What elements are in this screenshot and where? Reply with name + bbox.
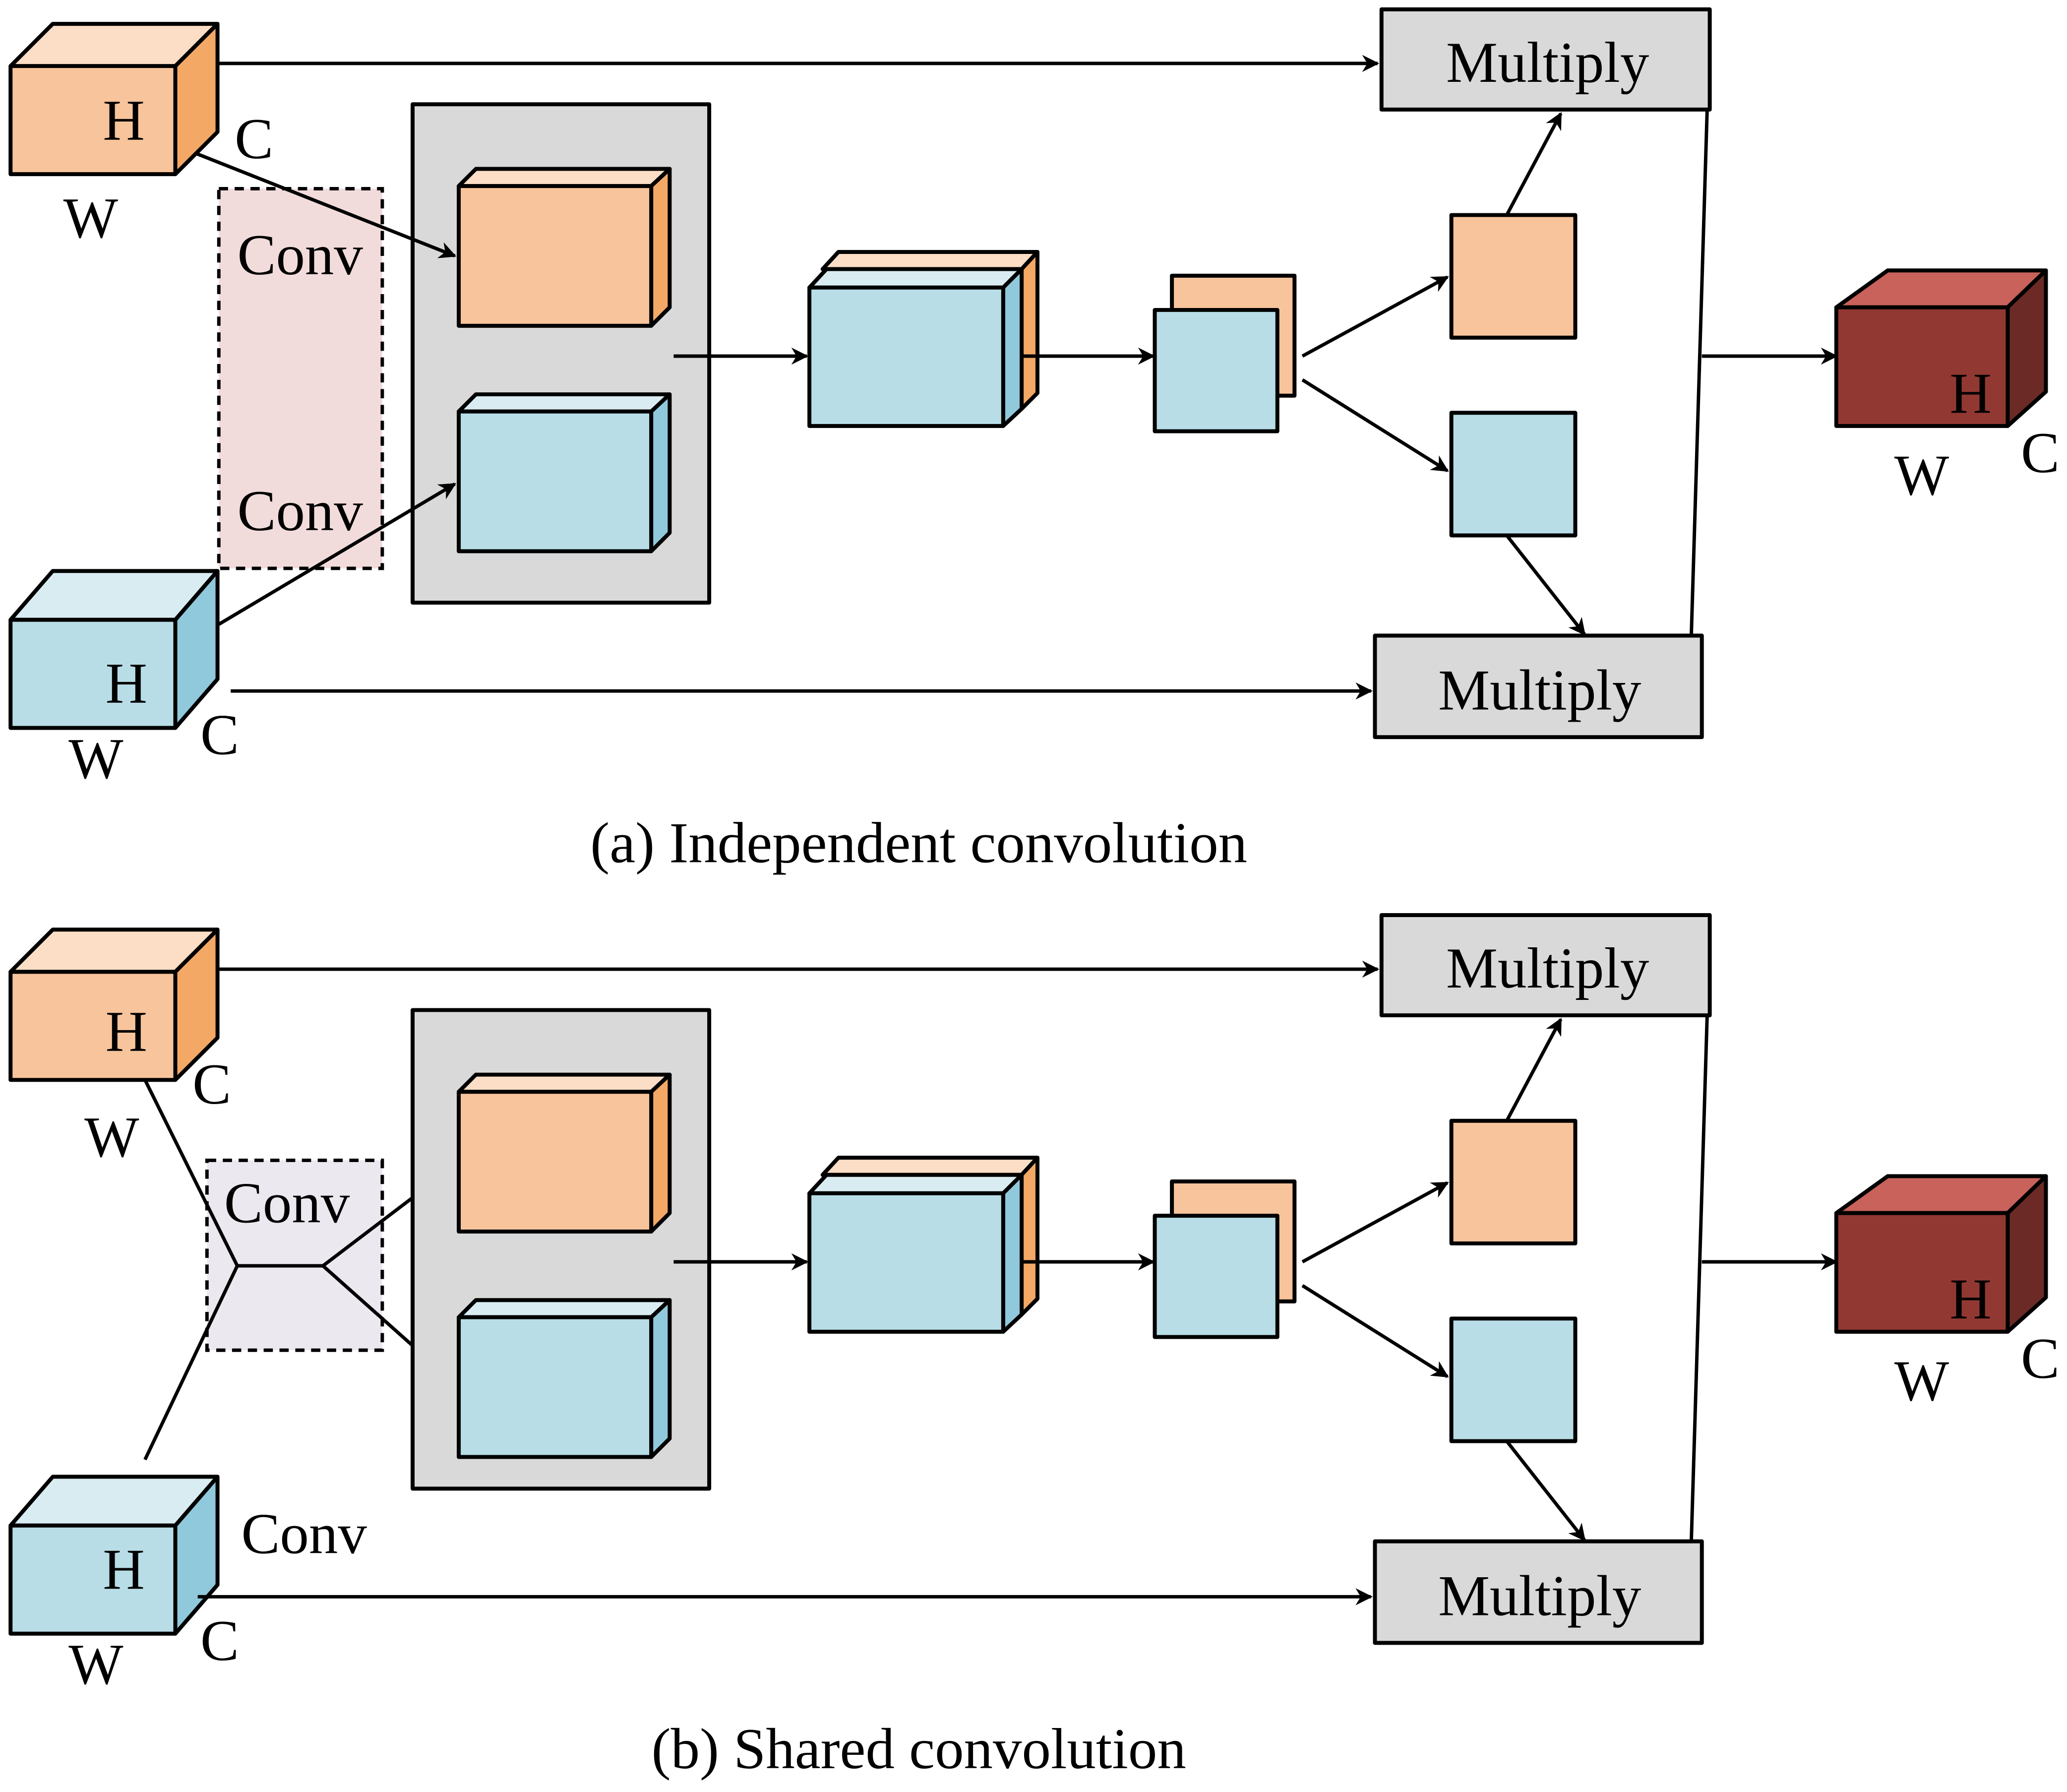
dim-w-label: W bbox=[68, 1633, 123, 1697]
dim-w-label: W bbox=[63, 186, 119, 250]
arrow-to-multiply-bottom bbox=[1505, 534, 1586, 636]
dim-h-label: H bbox=[103, 1538, 144, 1602]
attention-map-orange bbox=[1449, 1118, 1578, 1245]
multiply-label: Multiply bbox=[1446, 31, 1649, 95]
arrow-conv-top bbox=[194, 151, 457, 258]
multiply-label: Multiply bbox=[1438, 1564, 1641, 1628]
arrow-split-blue bbox=[1301, 1284, 1449, 1378]
arrow-split-orange bbox=[1301, 1181, 1449, 1264]
dim-h-label: H bbox=[106, 1000, 147, 1064]
attention-map-blue bbox=[1449, 411, 1578, 538]
dim-w-label: W bbox=[68, 727, 123, 791]
arrow-split-orange bbox=[1301, 275, 1449, 358]
feature-map-blue bbox=[457, 1298, 672, 1459]
split-feature bbox=[1153, 1179, 1297, 1339]
panel-a: H C W Conv Conv H C W bbox=[8, 7, 2060, 875]
arrow-to-multiply-bottom bbox=[1505, 1440, 1586, 1542]
caption-a: (a) Independent convolution bbox=[590, 811, 1247, 875]
conv-label-bottom: Conv bbox=[237, 479, 363, 543]
concat-feature bbox=[807, 249, 1039, 428]
dim-c-label: C bbox=[235, 107, 273, 171]
input-tensor-top: H C W bbox=[8, 927, 231, 1169]
split-feature bbox=[1153, 273, 1297, 433]
multiply-top: Multiply bbox=[1379, 913, 1712, 1018]
input-tensor-bottom: H C W bbox=[8, 569, 239, 791]
dim-h-label: H bbox=[103, 89, 144, 153]
concat-feature bbox=[807, 1156, 1039, 1334]
conv-region-independent bbox=[217, 186, 384, 570]
sum-line bbox=[1689, 1016, 1709, 1542]
arrow-split-blue bbox=[1301, 378, 1449, 473]
input-tensor-top: H C W bbox=[8, 22, 273, 250]
multiply-top: Multiply bbox=[1379, 7, 1712, 112]
dim-h-label: H bbox=[1949, 1267, 1991, 1331]
attention-map-blue bbox=[1449, 1316, 1578, 1443]
multiply-bottom: Multiply bbox=[1373, 633, 1704, 740]
conv-label-top: Conv bbox=[237, 223, 363, 287]
dim-c-label: C bbox=[2021, 421, 2060, 485]
dim-h-label: H bbox=[106, 652, 147, 716]
output-tensor: H C W bbox=[1834, 268, 2060, 507]
dim-w-label: W bbox=[1894, 443, 1949, 507]
dim-w-label: W bbox=[84, 1105, 139, 1169]
input-tensor-bottom: H C W bbox=[8, 1475, 239, 1697]
arrow-conv-bottom bbox=[216, 482, 457, 627]
dim-c-label: C bbox=[200, 1609, 239, 1673]
dim-c-label: C bbox=[200, 703, 239, 767]
arrow-to-multiply-top bbox=[1505, 1017, 1563, 1122]
panel-b: H C W Conv H C W Conv bbox=[8, 913, 2060, 1781]
dim-w-label: W bbox=[1894, 1349, 1949, 1413]
sum-line bbox=[1689, 111, 1709, 636]
feature-map-orange bbox=[457, 1072, 672, 1234]
conv-label-shared: Conv bbox=[224, 1171, 350, 1235]
attention-map-orange bbox=[1449, 213, 1578, 340]
conv-label-bottom: Conv bbox=[241, 1502, 367, 1566]
feature-map-blue bbox=[457, 392, 672, 554]
multiply-label: Multiply bbox=[1438, 658, 1641, 722]
conv-region-shared bbox=[205, 1159, 384, 1352]
caption-b: (b) Shared convolution bbox=[652, 1717, 1186, 1781]
multiply-label: Multiply bbox=[1446, 936, 1649, 1000]
multiply-bottom: Multiply bbox=[1373, 1539, 1704, 1645]
dim-c-label: C bbox=[192, 1052, 231, 1116]
dim-c-label: C bbox=[2021, 1327, 2060, 1391]
feature-map-orange bbox=[457, 167, 672, 328]
output-tensor: H C W bbox=[1834, 1174, 2060, 1413]
arrow-to-multiply-top bbox=[1505, 112, 1563, 216]
dim-h-label: H bbox=[1949, 362, 1991, 426]
